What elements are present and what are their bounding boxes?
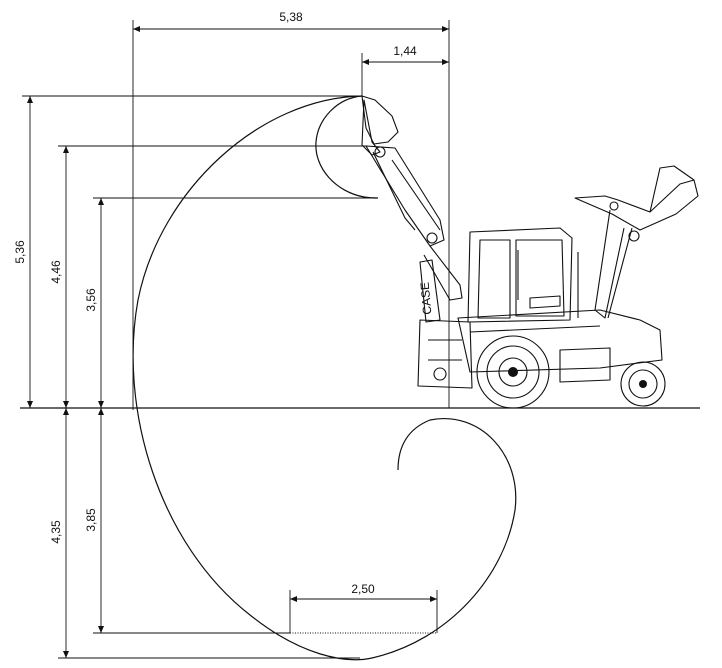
rear-wheel bbox=[476, 335, 550, 409]
height-2-label: 4,46 bbox=[49, 260, 63, 284]
tractor-body bbox=[457, 227, 663, 383]
reach-total-label: 5,38 bbox=[279, 10, 303, 24]
height-1-label: 5,36 bbox=[13, 240, 27, 264]
digging-envelope-curve bbox=[132, 95, 517, 661]
front-wheel bbox=[620, 361, 666, 407]
floor-width-label: 2,50 bbox=[351, 582, 375, 596]
offset-top-label: 1,44 bbox=[393, 44, 417, 58]
front-loader bbox=[574, 165, 699, 319]
backhoe-arm: CASE bbox=[361, 95, 473, 389]
height-3-label: 3,56 bbox=[84, 288, 98, 312]
boom-text: CASE bbox=[418, 281, 435, 315]
depth-1-label: 4,35 bbox=[49, 520, 63, 544]
depth-2-label: 3,85 bbox=[84, 508, 98, 532]
bucket-swing-arc bbox=[315, 95, 379, 199]
